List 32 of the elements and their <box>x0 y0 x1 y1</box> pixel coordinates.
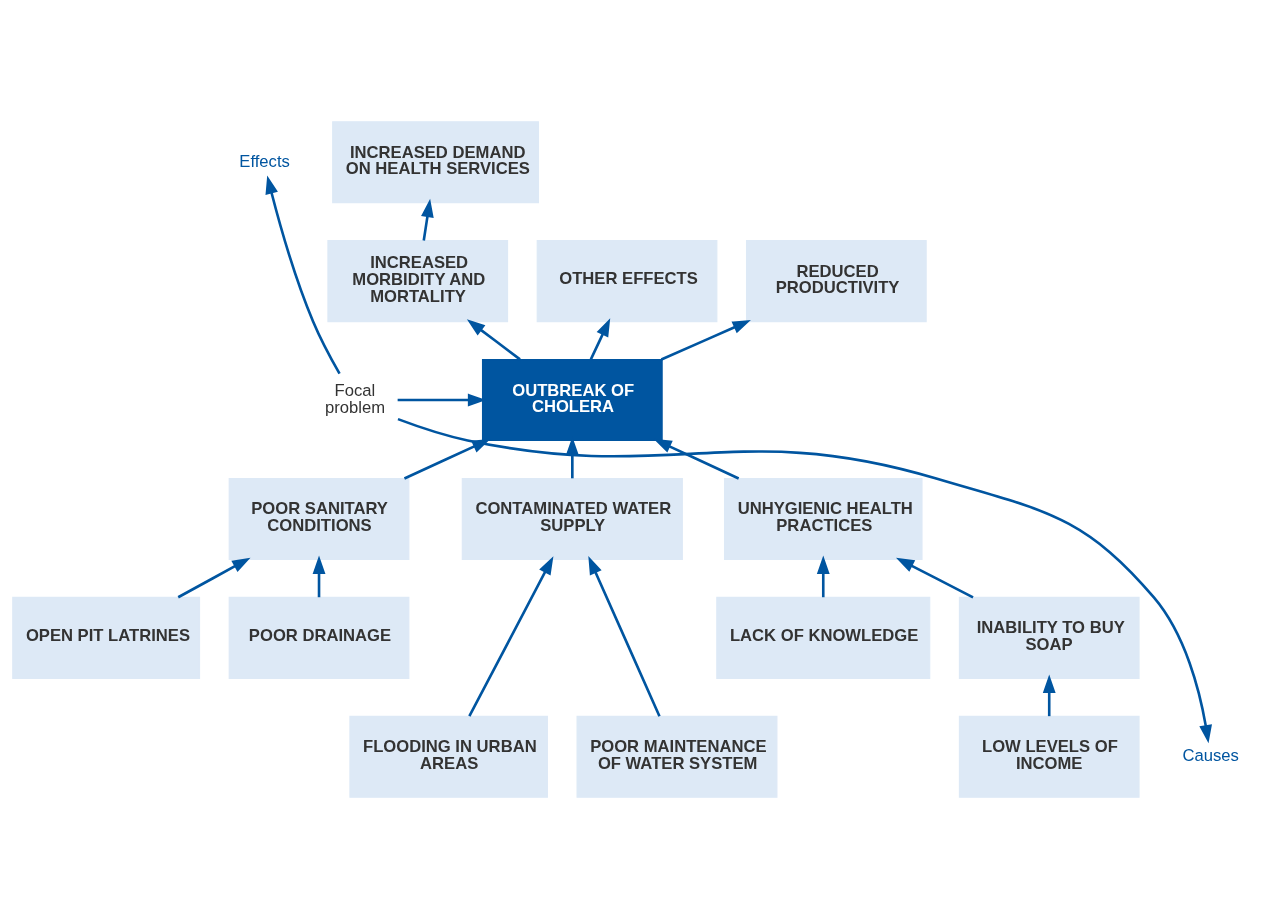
node-box: OPEN PIT LATRINES <box>12 596 201 679</box>
arrow <box>660 319 751 361</box>
node-box: LACK OF KNOWLEDGE <box>716 596 931 679</box>
node-box: OUTBREAK OF CHOLERA <box>481 358 663 441</box>
node-text: Focal problem <box>324 380 386 417</box>
arrow <box>466 318 521 360</box>
arrow <box>312 555 326 597</box>
node-box: OTHER EFFECTS <box>536 239 718 322</box>
node-box: INABILITY TO BUY SOAP <box>958 596 1140 679</box>
arrow <box>816 555 830 597</box>
node-text: Causes <box>1182 745 1239 765</box>
node-box: POOR SANITARY CONDITIONS <box>228 477 410 560</box>
node-box: INCREASED MORBIDITY AND MORTALITY <box>327 239 509 322</box>
arrow <box>177 557 251 598</box>
node-box: REDUCED PRODUCTIVITY <box>745 239 927 322</box>
node-box: POOR MAINTENANCE OF WATER SYSTEM <box>576 715 778 798</box>
arrow <box>265 175 341 374</box>
arrow <box>589 317 611 360</box>
arrow <box>896 557 974 599</box>
arrow <box>588 555 661 717</box>
node-box: LOW LEVELS OF INCOME <box>958 715 1140 798</box>
arrow <box>1042 674 1056 716</box>
node-box: CONTAMINATED WATER SUPPLY <box>461 477 683 560</box>
arrow <box>468 555 554 717</box>
arrow <box>397 417 1213 743</box>
node-text: Effects <box>239 151 290 171</box>
node-box: FLOODING IN URBAN AREAS <box>349 715 548 798</box>
arrow <box>653 438 740 480</box>
arrow <box>421 198 434 241</box>
node-box: UNHYGIENIC HEALTH PRACTICES <box>723 477 923 560</box>
node-box: POOR DRAINAGE <box>228 596 410 679</box>
node-box: INCREASED DEMAND ON HEALTH SERVICES <box>332 120 540 203</box>
